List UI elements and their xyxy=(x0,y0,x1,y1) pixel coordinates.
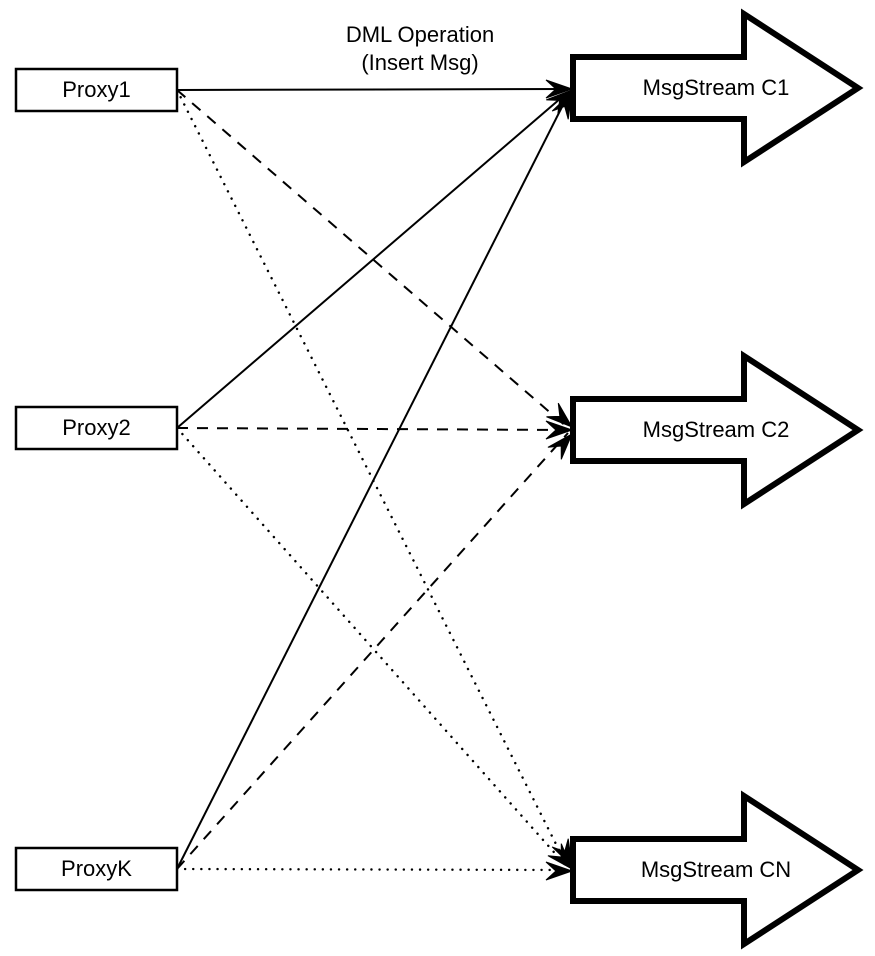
link-proxy1-to-cn xyxy=(175,88,570,870)
link-proxy1-to-c2 xyxy=(176,89,569,429)
proxy-label-proxyK: ProxyK xyxy=(61,856,132,881)
msgstream-label-c2: MsgStream C2 xyxy=(643,417,790,442)
link-proxy2-to-c2 xyxy=(176,427,569,431)
proxy-box-proxy2[interactable] xyxy=(14,405,179,451)
msgstream-label-cn: MsgStream CN xyxy=(641,857,791,882)
msgstream-arrow-shape-c1[interactable] xyxy=(570,8,864,168)
arrowhead-ah-pk-c1 xyxy=(551,90,573,120)
link-proxyK-to-cn xyxy=(175,867,570,872)
arrowhead-ah-pk-c2 xyxy=(547,432,574,460)
arrowhead-ah-p2-c2 xyxy=(545,420,574,440)
msgstream-node-c1[interactable]: MsgStream C1 xyxy=(570,8,864,168)
msgstream-node-cn[interactable]: MsgStream CN xyxy=(570,790,864,950)
link-proxyK-to-c2 xyxy=(176,432,569,870)
proxy-label-proxy1: Proxy1 xyxy=(62,77,130,102)
arrowhead-ah-p2-cn xyxy=(547,843,574,871)
link-proxy1-to-c1 xyxy=(176,88,569,91)
proxy-box-proxyK[interactable] xyxy=(14,846,179,892)
links-layer xyxy=(175,88,570,872)
msgstream-label-c1: MsgStream C1 xyxy=(643,75,790,100)
msgstream-arrow-shape-c2[interactable] xyxy=(570,350,864,510)
proxy-node-proxy2[interactable]: Proxy2 xyxy=(14,405,179,451)
proxy-label-proxy2: Proxy2 xyxy=(62,415,130,440)
link-proxyK-to-c1 xyxy=(176,94,569,870)
link-proxy2-to-cn xyxy=(175,426,570,870)
link-proxy2-to-c1 xyxy=(176,91,569,429)
dml-operation-label-line1: DML Operation xyxy=(346,22,494,47)
msgstream-node-c2[interactable]: MsgStream C2 xyxy=(570,350,864,510)
arrowhead-ah-pk-cn xyxy=(545,861,574,881)
arrowheads-layer xyxy=(545,79,574,881)
streams-layer: MsgStream C1 MsgStream C2 MsgStream CN xyxy=(570,8,864,950)
arrowhead-ah-p1-c1 xyxy=(545,79,574,99)
arrowhead-ah-p1-c2 xyxy=(546,402,574,429)
proxy-node-proxy1[interactable]: Proxy1 xyxy=(14,67,179,113)
proxy-box-proxy1[interactable] xyxy=(14,67,179,113)
dml-operation-label: DML Operation (Insert Msg) xyxy=(346,22,494,75)
proxy-node-proxyK[interactable]: ProxyK xyxy=(14,846,179,892)
msgstream-arrow-shape-cn[interactable] xyxy=(570,790,864,950)
dml-operation-label-line2: (Insert Msg) xyxy=(361,50,478,75)
